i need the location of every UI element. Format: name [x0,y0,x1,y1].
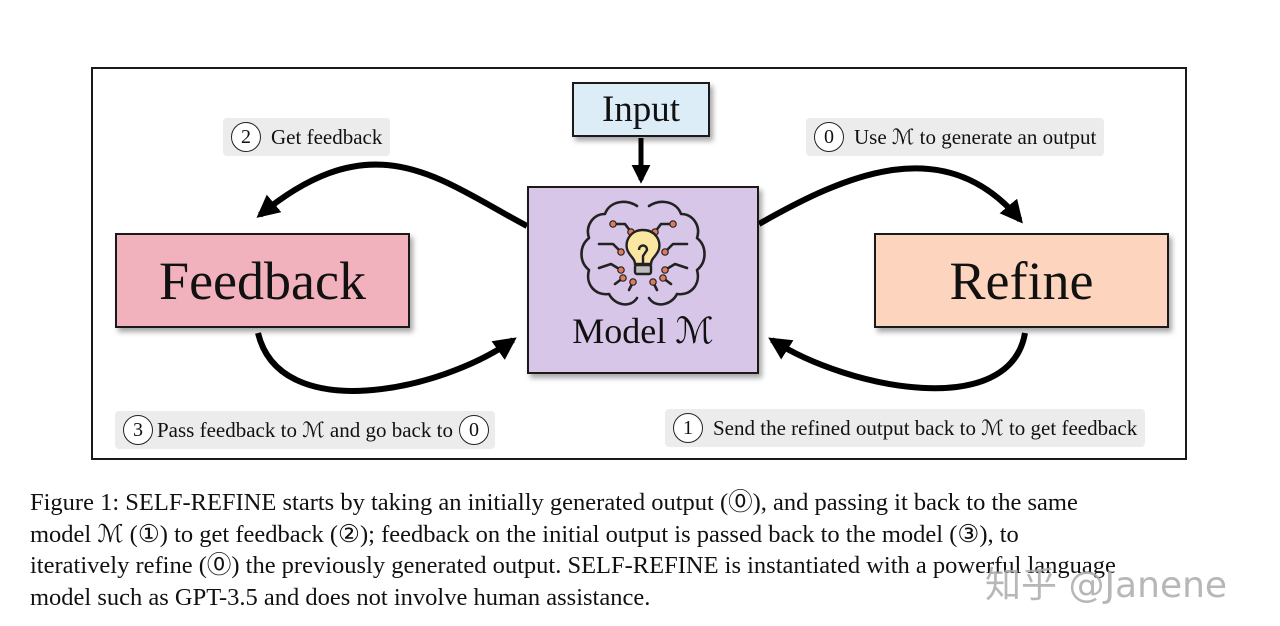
caption-line: model such as GPT-3.5 and does not invol… [30,583,651,611]
model-to-refine-arrow [757,165,1023,227]
step-number-badge: 1 [673,413,703,443]
model-label: Model ℳ [572,311,714,351]
caption-line: model ℳ (①) to get feedback (②); feedbac… [30,520,1019,548]
step-send-back: 1 Send the refined output back to ℳ to g… [665,409,1146,447]
step-number-badge: 3 [123,415,153,445]
feedback-to-model-arrow [255,332,517,394]
step-text: Use ℳ to generate an output [854,124,1097,149]
step-text: Pass feedback to ℳ and go back to [157,417,453,442]
step-text: Get feedback [271,124,383,149]
input-label: Input [601,89,681,130]
refine-box: Refine [874,233,1169,328]
feedback-box: Feedback [115,233,410,328]
return-step-badge: 0 [458,415,489,445]
figure-caption: Figure 1: SELF-REFINE starts by taking a… [30,487,1252,613]
refine-label: Refine [949,250,1094,311]
input-box: Input [572,82,710,137]
watermark: 知乎 @Janene [985,565,1228,606]
brain-lightbulb-icon [580,200,706,306]
caption-line: Figure 1: SELF-REFINE starts by taking a… [30,489,1078,516]
step-get-feedback: 2 Get feedback [223,118,391,156]
step-generate: 0 Use ℳ to generate an output [806,118,1105,156]
step-number-badge: 2 [231,122,261,152]
figure-frame [91,67,1187,460]
model-to-feedback-arrow [256,161,529,229]
model-box: Model ℳ [527,186,759,374]
refine-to-model-arrow [768,332,1028,392]
step-number-badge: 0 [814,122,844,152]
step-text: Send the refined output back to ℳ to get… [713,415,1138,440]
feedback-label: Feedback [159,250,366,311]
step-pass-feedback: 3 Pass feedback to ℳ and go back to 0 [115,411,495,449]
caption-line: iteratively refine (⓪) the previously ge… [30,552,1116,579]
